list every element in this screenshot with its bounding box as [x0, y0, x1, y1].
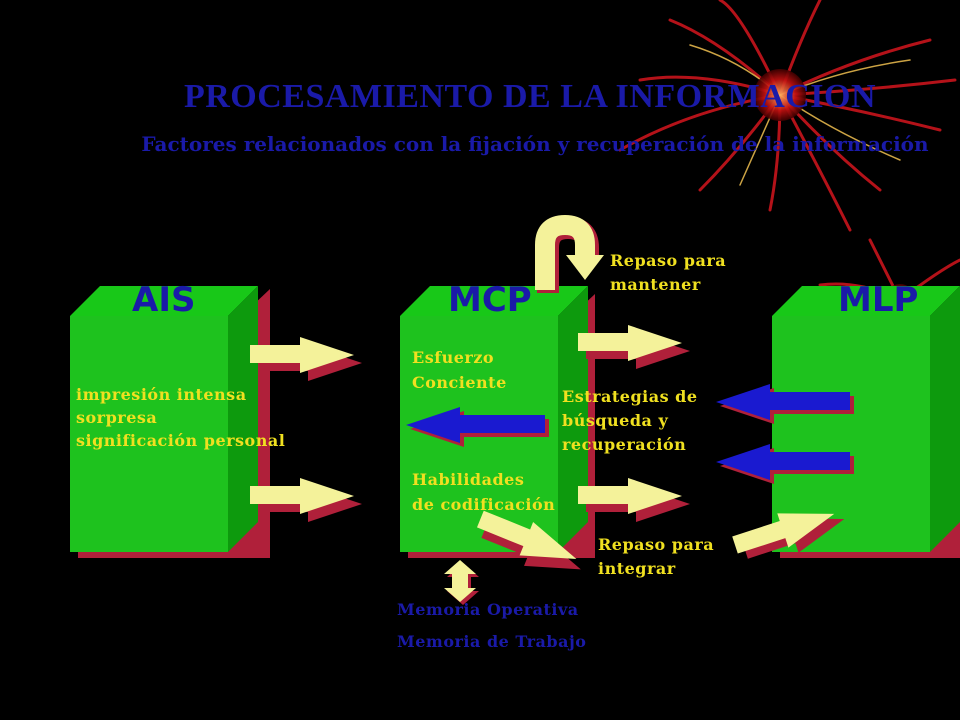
ais-box: [70, 286, 270, 558]
repaso-mantener-line: mantener: [610, 275, 701, 294]
repaso-integrar-line: Repaso para: [598, 535, 715, 554]
loop-arrow: [535, 214, 604, 293]
mcp-label: MCP: [448, 280, 532, 320]
ais-text-line: impresión intensa: [76, 385, 247, 404]
repaso-integrar-line: integrar: [598, 559, 676, 578]
ais-text-block: impresión intensa sorpresa significación…: [76, 383, 285, 452]
estrategias-line: Estrategias de: [562, 387, 698, 406]
mcp-effort-line: Esfuerzo: [412, 348, 495, 367]
double-arrow-vertical: [444, 560, 479, 605]
estrategias-line: búsqueda y: [562, 411, 669, 430]
estrategias-label: Estrategias de búsqueda y recuperación: [562, 385, 698, 457]
arrow-repaso-integrar-right: [732, 513, 845, 559]
firework-decoration-top: [618, 0, 957, 232]
mcp-effort-block: Esfuerzo Conciente: [412, 345, 507, 395]
arrow-ais-to-mcp-top: [250, 337, 362, 381]
mcp-skills-line: Habilidades: [412, 470, 525, 489]
ais-text-line: significación personal: [76, 431, 286, 450]
repaso-mantener-line: Repaso para: [610, 251, 727, 270]
mcp-effort-line: Conciente: [412, 373, 507, 392]
mlp-box-top: [772, 286, 960, 316]
arrow-mlp-back-top: [716, 384, 854, 424]
page-subtitle: Factores relacionados con la fijación y …: [141, 132, 929, 156]
mlp-box: [772, 286, 960, 558]
memoria-operativa-label: Memoria Operativa: [397, 600, 579, 619]
repaso-mantener-label: Repaso para mantener: [610, 249, 726, 297]
arrow-mcp-back: [406, 407, 549, 447]
arrow-ais-to-mcp-bottom: [250, 478, 362, 522]
ais-box-front: [70, 316, 228, 552]
ais-box-top: [70, 286, 258, 316]
page-title: PROCESAMIENTO DE LA INFORMACION: [183, 78, 877, 115]
mlp-box-front: [772, 316, 930, 552]
mcp-skills-line: de codificación: [412, 495, 556, 514]
mlp-label: MLP: [838, 280, 919, 320]
arrow-mcp-to-mlp-top: [578, 325, 690, 369]
mcp-skills-block: Habilidades de codificación: [412, 467, 555, 517]
arrow-mcp-to-mlp-bottom: [578, 478, 690, 522]
memoria-trabajo-label: Memoria de Trabajo: [397, 632, 587, 651]
mcp-box-side: [558, 286, 588, 552]
arrow-repaso-integrar-left: [477, 510, 581, 570]
mlp-box-side: [930, 286, 960, 552]
estrategias-line: recuperación: [562, 435, 687, 454]
ais-label: AIS: [132, 280, 196, 320]
repaso-integrar-label: Repaso para integrar: [598, 533, 714, 581]
arrow-mlp-back-bottom: [716, 444, 854, 484]
ais-text-line: sorpresa: [76, 408, 158, 427]
mcp-box-top: [400, 286, 588, 316]
